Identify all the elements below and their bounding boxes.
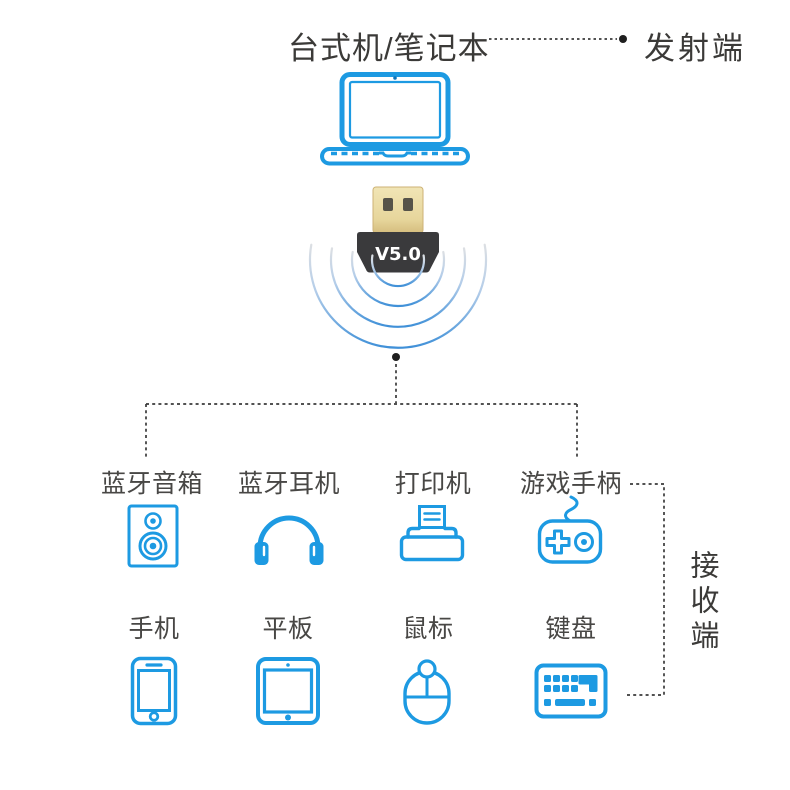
usb-bluetooth-adapter-icon: V5.0 bbox=[357, 186, 439, 273]
device-label-phone: 手机 bbox=[128, 615, 180, 643]
gamepad-icon bbox=[537, 495, 603, 564]
transmitter-connector-dot bbox=[619, 35, 627, 43]
headphones-icon bbox=[254, 515, 324, 565]
adapter-version-label: V5.0 bbox=[375, 244, 421, 265]
usb-slot-left bbox=[383, 198, 393, 211]
device-label-speaker: 蓝牙音箱 bbox=[100, 470, 203, 498]
laptop-camera-dot bbox=[393, 76, 397, 80]
device-label-headphones: 蓝牙耳机 bbox=[237, 470, 340, 498]
mouse-icon bbox=[403, 659, 451, 725]
receiver-label: 接收端 bbox=[686, 550, 718, 655]
device-label-gamepad: 游戏手柄 bbox=[519, 470, 622, 498]
device-label-mouse: 鼠标 bbox=[402, 615, 454, 643]
adapter-body bbox=[357, 232, 439, 273]
printer-icon bbox=[399, 505, 465, 562]
keyboard-icon bbox=[534, 663, 608, 719]
tablet-icon bbox=[256, 657, 320, 725]
device-label-tablet: 平板 bbox=[262, 615, 314, 643]
phone-icon bbox=[130, 656, 178, 726]
computer-title: 台式机/笔记本 bbox=[288, 31, 490, 66]
laptop-icon bbox=[320, 72, 470, 166]
signal-waves-icon bbox=[308, 243, 488, 349]
branch-lines bbox=[145, 364, 578, 458]
receiver-bracket bbox=[627, 483, 665, 696]
speaker-icon bbox=[127, 504, 179, 568]
transmitter-label: 发射端 bbox=[644, 31, 746, 66]
device-label-printer: 打印机 bbox=[394, 470, 472, 498]
usb-plug bbox=[372, 186, 424, 234]
device-label-keyboard: 键盘 bbox=[545, 615, 597, 643]
usb-slot-right bbox=[403, 198, 413, 211]
